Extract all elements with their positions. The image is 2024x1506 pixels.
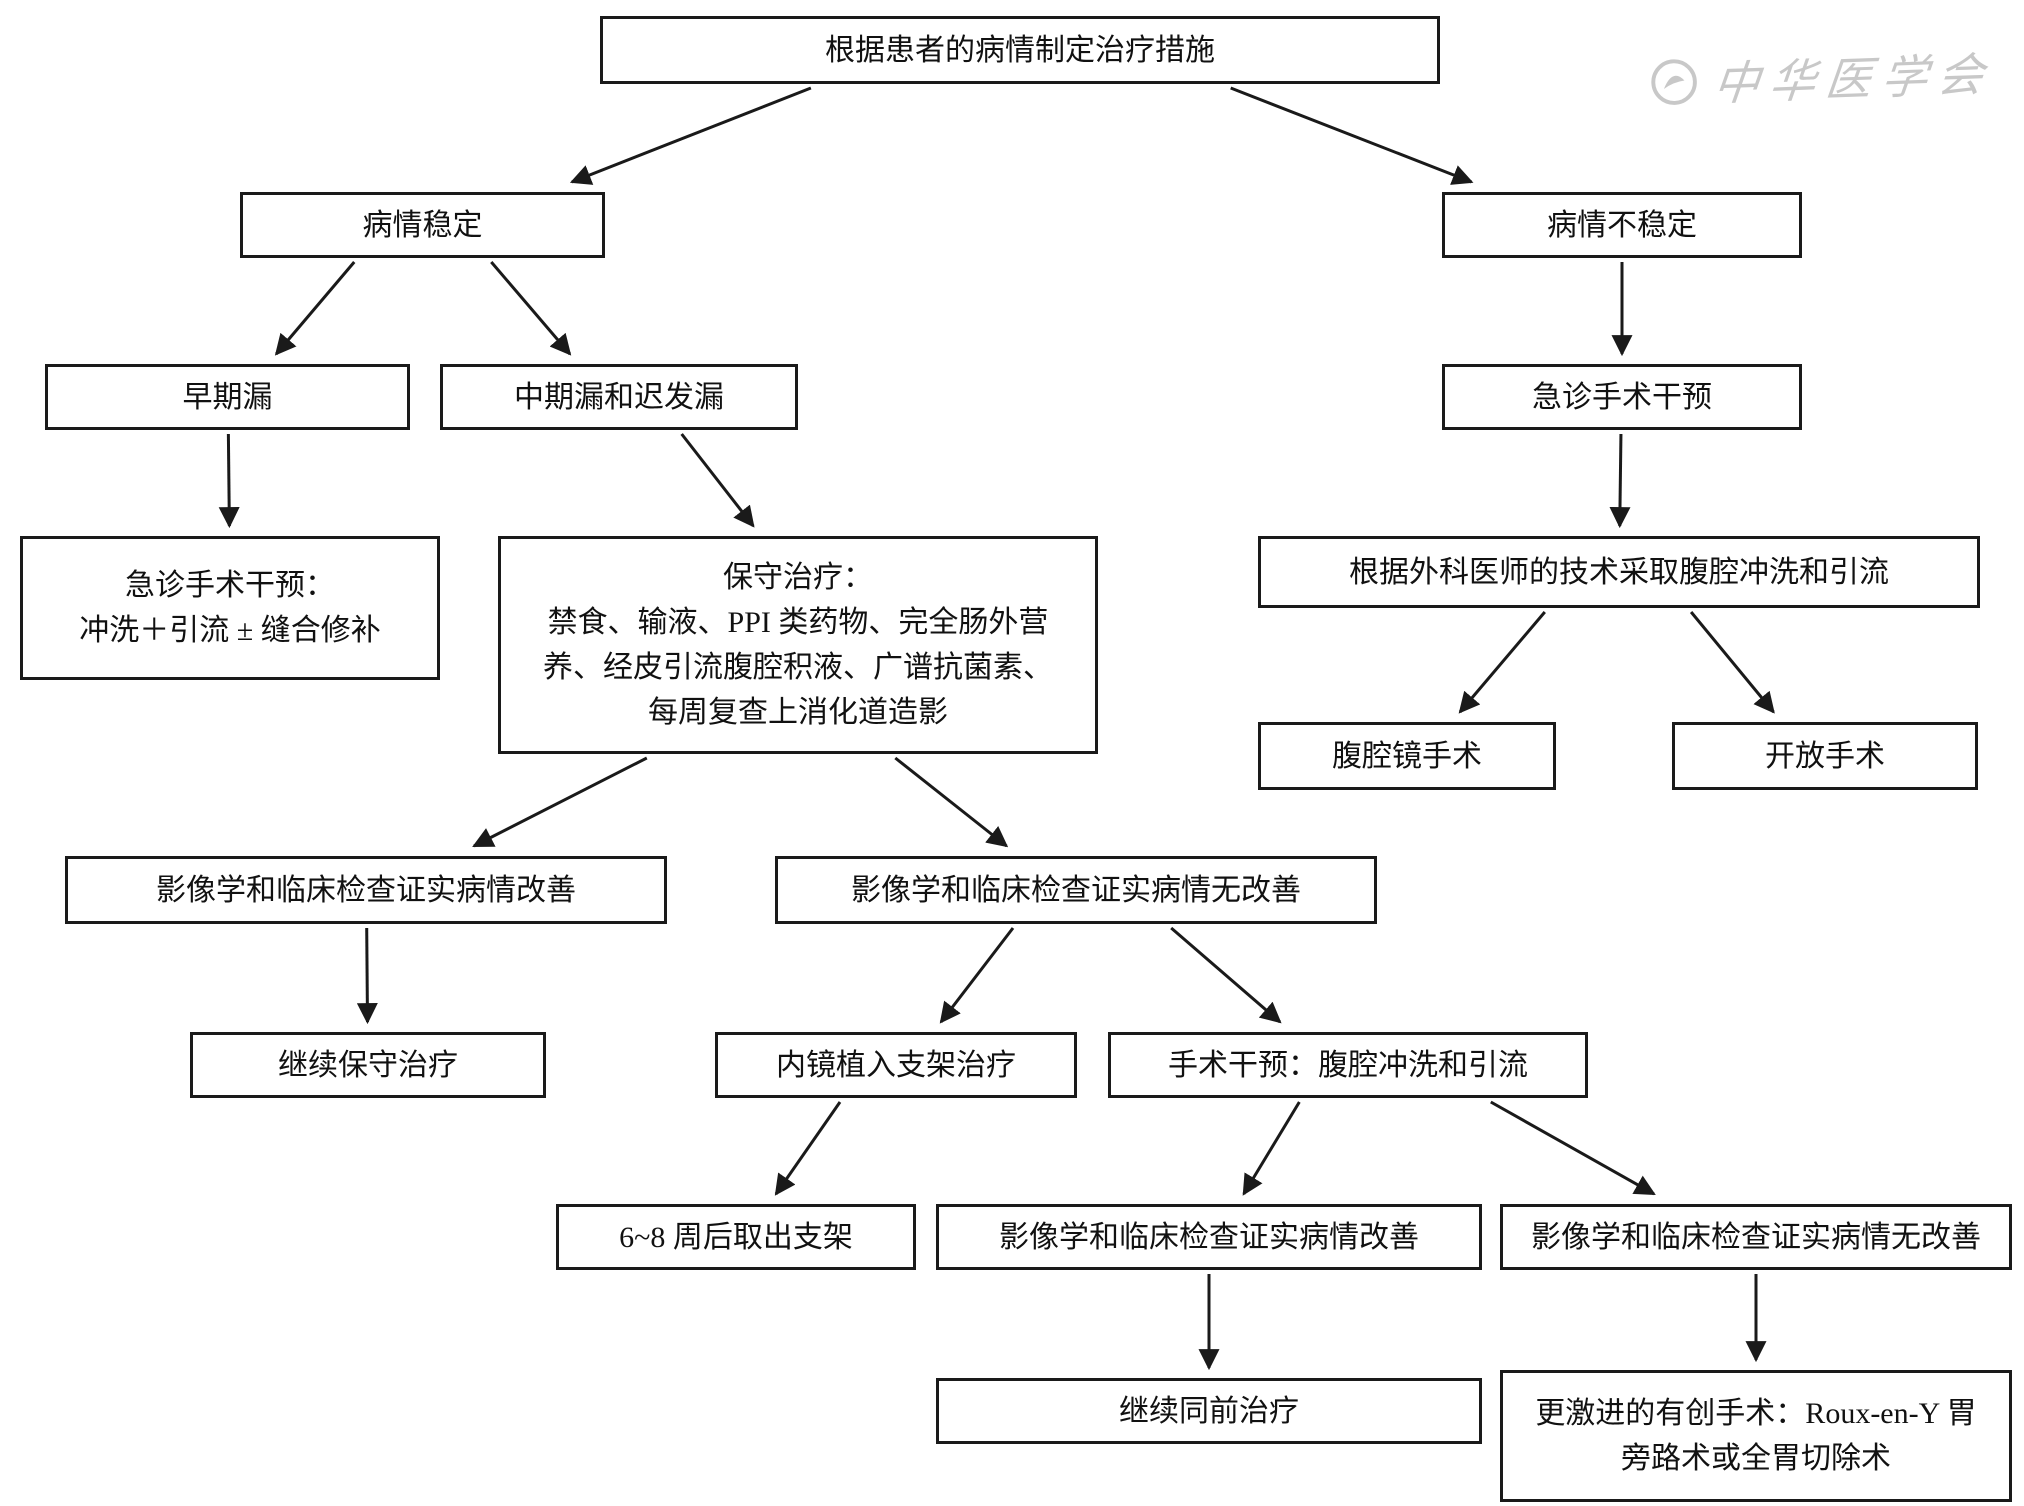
- flow-arrow-emergency_right-to-surgeon_technique: [1609, 433, 1631, 529]
- flow-node-surgeon-technique-lavage: 根据外科医师的技术采取腹腔冲洗和引流: [1258, 536, 1980, 608]
- flow-node-label: 继续同前治疗: [1119, 1394, 1299, 1428]
- flow-node-label: 继续保守治疗: [278, 1048, 458, 1082]
- flow-arrow-stable-to-mid_late_leak: [490, 261, 572, 356]
- flow-node-label: 内镜植入支架治疗: [776, 1048, 1016, 1082]
- flow-node-emergency-surgery-irrigation: 急诊手术干预：冲洗＋引流 ± 缝合修补: [20, 536, 440, 680]
- flow-node-open-surgery: 开放手术: [1672, 722, 1978, 790]
- flow-arrow-improved_1-to-continue_conservative: [356, 927, 378, 1025]
- flow-node-laparoscopic-surgery: 腹腔镜手术: [1258, 722, 1556, 790]
- flow-arrow-surgical_intervention-to-improved_2: [1242, 1101, 1301, 1196]
- flow-node-conservative-treatment: 保守治疗：禁食、输液、PPI 类药物、完全肠外营养、经皮引流腹腔积液、广谱抗菌素…: [498, 536, 1098, 754]
- flow-node-endoscopic-stent: 内镜植入支架治疗: [715, 1032, 1077, 1098]
- cma-logo-icon: [1651, 59, 1697, 105]
- flow-node-label: 腹腔镜手术: [1332, 739, 1482, 773]
- flow-node-label: 病情稳定: [362, 208, 483, 242]
- flow-node-early-leak: 早期漏: [45, 364, 410, 430]
- flow-node-label: 根据患者的病情制定治疗措施: [825, 33, 1215, 67]
- flow-arrow-early_leak-to-emergency_left: [218, 433, 240, 529]
- flow-node-continue-conservative: 继续保守治疗: [190, 1032, 546, 1098]
- flow-node-mid-late-leak: 中期漏和迟发漏: [440, 364, 798, 430]
- flow-node-continue-same-treatment: 继续同前治疗: [936, 1378, 1482, 1444]
- flow-arrow-stent-to-remove_stent: [774, 1101, 842, 1196]
- flow-node-label: 影像学和临床检查证实病情改善: [156, 873, 576, 907]
- flow-node-label: 更激进的有创手术：Roux-en-Y 胃旁路术或全胃切除术: [1535, 1397, 1977, 1475]
- flow-node-surgical-intervention: 手术干预：腹腔冲洗和引流: [1108, 1032, 1588, 1098]
- flow-node-label: 急诊手术干预：冲洗＋引流 ± 缝合修补: [79, 569, 381, 647]
- flow-node-condition-improved: 影像学和临床检查证实病情改善: [65, 856, 667, 924]
- flow-node-label: 影像学和临床检查证实病情改善: [999, 1220, 1419, 1254]
- flow-node-label: 中期漏和迟发漏: [514, 380, 724, 414]
- flow-arrow-no_improve_1-to-surgical_intervention: [1170, 926, 1282, 1024]
- flow-arrow-conservative-to-improved_1: [472, 756, 648, 848]
- flow-node-label: 病情不稳定: [1547, 208, 1697, 242]
- flow-node-condition-stable: 病情稳定: [240, 192, 605, 258]
- flow-node-label: 早期漏: [182, 380, 273, 414]
- flow-node-label: 根据外科医师的技术采取腹腔冲洗和引流: [1349, 555, 1889, 589]
- flow-node-label: 手术干预：腹腔冲洗和引流: [1168, 1048, 1528, 1082]
- flow-node-condition-not-improved: 影像学和临床检查证实病情无改善: [775, 856, 1377, 924]
- flow-arrow-root-to-stable: [569, 86, 812, 185]
- flow-arrow-conservative-to-no_improve_1: [894, 756, 1009, 848]
- flow-arrow-root-to-unstable: [1230, 86, 1474, 185]
- flow-node-label: 保守治疗：禁食、输液、PPI 类药物、完全肠外营养、经皮引流腹腔积液、广谱抗菌素…: [543, 561, 1053, 729]
- flow-node-label: 6~8 周后取出支架: [619, 1220, 853, 1254]
- flow-node-emergency-surgery: 急诊手术干预: [1442, 364, 1802, 430]
- flow-arrow-no_improve_1-to-stent: [939, 927, 1015, 1024]
- flow-node-label: 急诊手术干预: [1532, 380, 1712, 414]
- flow-node-condition-not-improved-2: 影像学和临床检查证实病情无改善: [1500, 1204, 2012, 1270]
- flow-arrow-surgeon_technique-to-laparoscopic: [1458, 611, 1546, 714]
- flow-arrow-stable-to-early_leak: [274, 261, 356, 356]
- flow-node-aggressive-surgery: 更激进的有创手术：Roux-en-Y 胃旁路术或全胃切除术: [1500, 1370, 2012, 1502]
- flow-node-treatment-planning: 根据患者的病情制定治疗措施: [600, 16, 1440, 84]
- cma-watermark: 中华医学会: [1647, 38, 1996, 116]
- flow-node-label: 开放手术: [1765, 739, 1885, 773]
- flow-arrow-surgeon_technique-to-open_surgery: [1689, 611, 1775, 714]
- flow-node-label: 影像学和临床检查证实病情无改善: [1531, 1220, 1981, 1254]
- flow-arrow-mid_late_leak-to-conservative: [680, 433, 755, 528]
- flow-arrow-surgical_intervention-to-no_improve_2: [1490, 1100, 1656, 1196]
- flow-node-condition-unstable: 病情不稳定: [1442, 192, 1802, 258]
- flow-node-label: 影像学和临床检查证实病情无改善: [851, 873, 1301, 907]
- flow-node-stent-removal: 6~8 周后取出支架: [556, 1204, 916, 1270]
- flow-node-condition-improved-2: 影像学和临床检查证实病情改善: [936, 1204, 1482, 1270]
